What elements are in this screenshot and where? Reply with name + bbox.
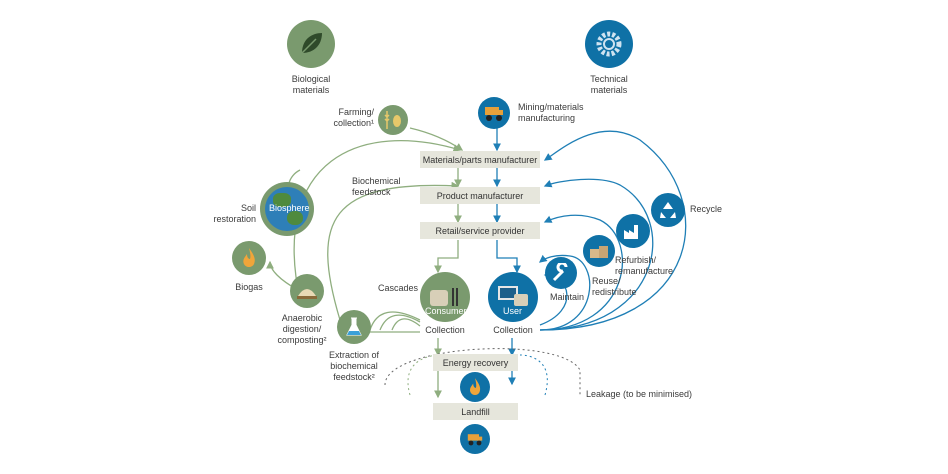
leakage-label: Leakage (to be minimised) <box>586 389 693 399</box>
biological-header: Biological materials <box>291 74 331 95</box>
digester-icon <box>290 274 324 308</box>
landfill-box: Landfill <box>433 403 518 420</box>
recycle-icon <box>651 193 685 227</box>
factory-icon <box>616 214 650 248</box>
wheat-fish-icon <box>378 105 408 135</box>
soil-restoration-label: Soil restoration <box>213 203 256 224</box>
biosphere-label: Biosphere <box>269 203 310 213</box>
biological-flows <box>266 127 464 399</box>
consumer-label: Consumer <box>425 306 467 316</box>
wrench-icon <box>545 257 577 289</box>
collection-left-label: Collection <box>425 325 465 335</box>
user-icon: User <box>488 272 538 322</box>
materials-manufacturer-box: Materials/parts manufacturer <box>420 151 540 168</box>
retail-provider-box: Retail/service provider <box>420 222 540 239</box>
biosphere-globe-icon: Biosphere <box>260 182 314 236</box>
user-label: User <box>503 306 523 316</box>
anaerobic-label: Anaerobic digestion/ composting² <box>277 313 327 345</box>
landfill-truck-icon <box>460 424 490 454</box>
consumer-icon: Consumer <box>420 272 470 322</box>
maintain-label: Maintain <box>550 292 585 302</box>
flask-icon <box>337 310 371 344</box>
leaf-icon <box>287 20 335 68</box>
reuse-label: Reuse/ redistribute <box>592 276 637 297</box>
refurbish-label: Refurbish/ remanufacture <box>615 255 674 276</box>
mining-truck-icon <box>478 97 510 129</box>
cascades-label: Cascades <box>378 283 419 293</box>
biochemical-feedstock-label: Biochemical feedstock <box>352 176 401 197</box>
extraction-label: Extraction of biochemical feedstock² <box>328 350 380 382</box>
biogas-label: Biogas <box>235 282 263 292</box>
energy-recovery-box: Energy recovery <box>433 354 518 371</box>
technical-header: Technical materials <box>590 74 628 95</box>
mining-label: Mining/materials manufacturing <box>518 102 584 123</box>
boxes-icon <box>583 235 615 267</box>
recycle-label: Recycle <box>690 204 723 214</box>
product-manufacturer-box: Product manufacturer <box>420 187 540 204</box>
gear-icon <box>585 20 633 68</box>
collection-right-label: Collection <box>493 325 533 335</box>
flame-icon <box>232 241 266 275</box>
farming-label: Farming/ collection¹ <box>333 107 374 128</box>
energy-flame-icon <box>460 372 490 402</box>
